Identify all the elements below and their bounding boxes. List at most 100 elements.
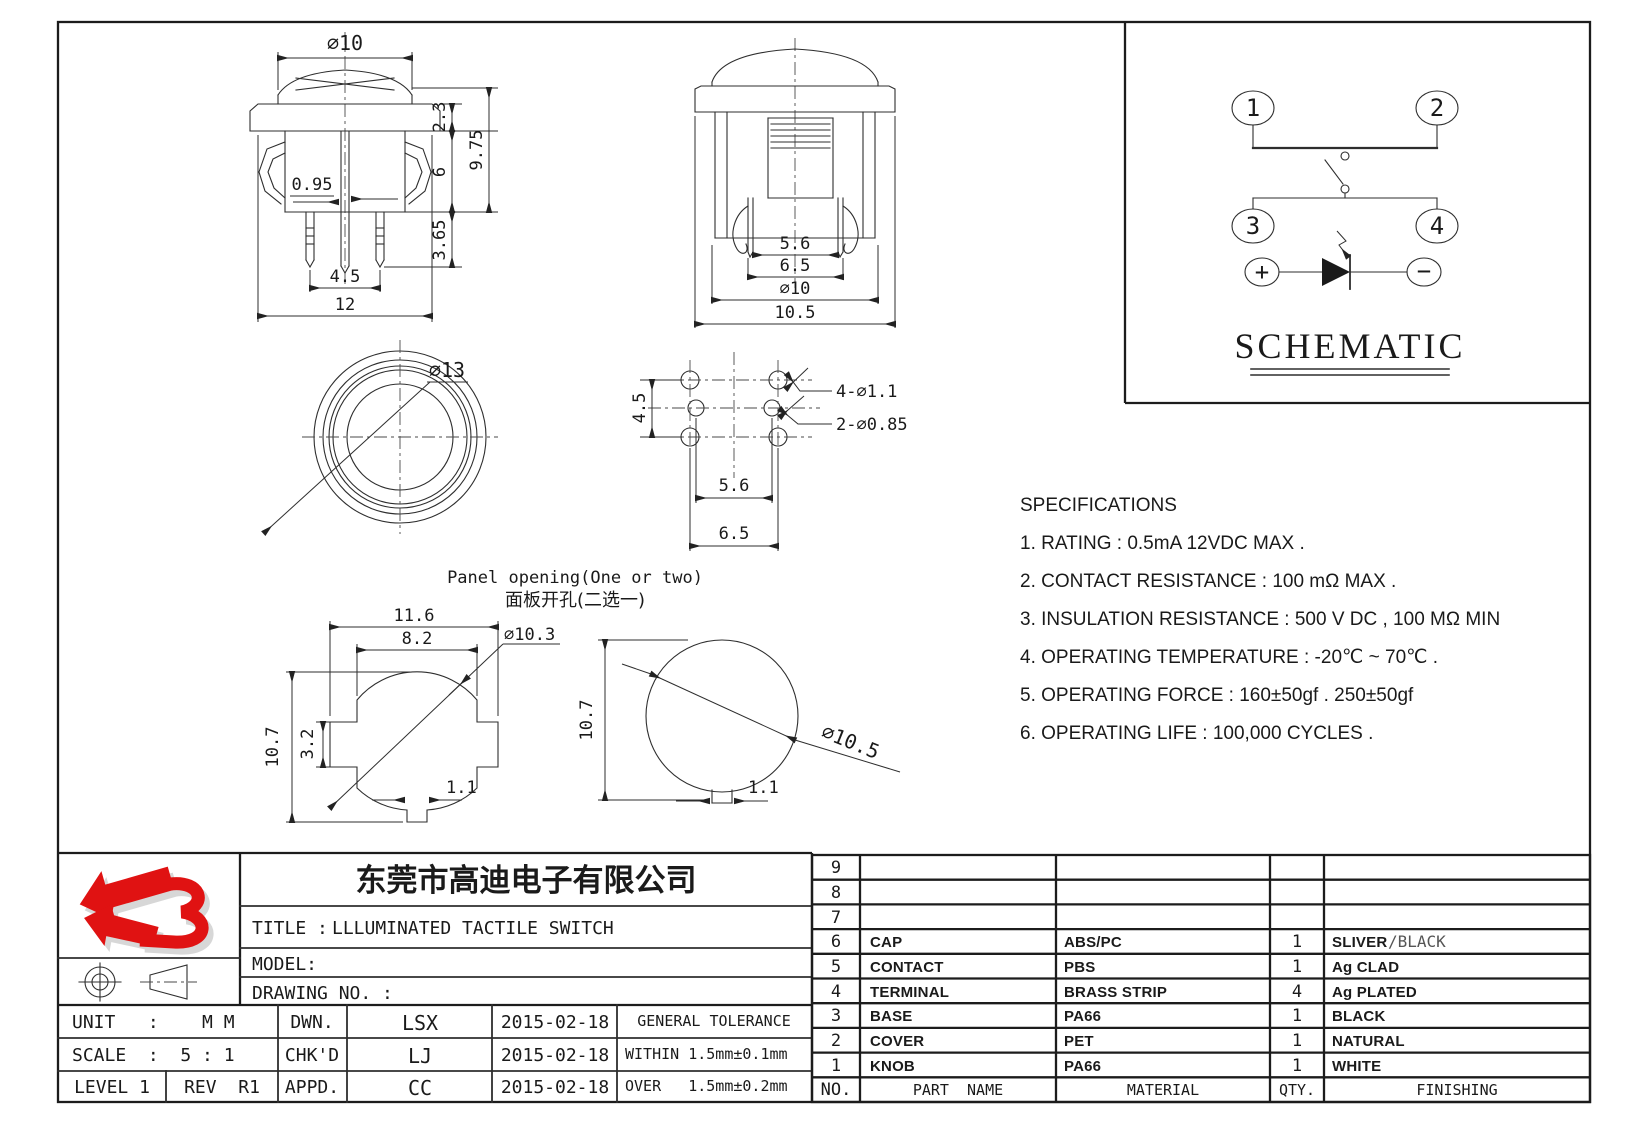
appd-label: APPD. (285, 1077, 339, 1098)
drawing-title: LLLUMINATED TACTILE SWITCH (332, 918, 614, 939)
label-corner-holes: 4-∅1.1 (836, 382, 897, 402)
header-finishing: FINISHING (1416, 1081, 1497, 1099)
dim-front-pinlen: 3.65 (430, 220, 450, 261)
part-qty: 1 (1292, 1056, 1302, 1076)
title-label: TITLE : (252, 918, 328, 939)
part-finishing: WHITE (1332, 1058, 1381, 1075)
pin-layout-dimensions: 4.5 5.6 6.5 4-∅1.1 2-∅0.85 (630, 367, 908, 550)
spec-item-2: 2. CONTACT RESISTANCE : 100 mΩ MAX . (1020, 571, 1396, 592)
dim-panelb-tab: 1.1 (748, 778, 779, 798)
schematic-terminal-3: 3 (1246, 212, 1260, 240)
part-finishing: BLACK (1332, 1008, 1386, 1025)
part-name: CONTACT (870, 959, 944, 976)
company-name: 东莞市高迪电子有限公司 (356, 863, 697, 899)
part-row-no: 4 (831, 982, 841, 1002)
schematic-terminal-2: 2 (1430, 94, 1444, 122)
specifications-block: SPECIFICATIONS 1. RATING : 0.5mA 12VDC M… (1020, 495, 1500, 744)
panel-opening-caption: Panel opening(One or two) 面板开孔(二选一) (447, 568, 703, 611)
scale-label: SCALE : 5 : 1 (72, 1045, 235, 1066)
part-qty: 1 (1292, 932, 1302, 952)
panel-caption-en: Panel opening(One or two) (447, 568, 703, 588)
part-finishing: NATURAL (1332, 1033, 1405, 1050)
part-qty: 4 (1292, 982, 1302, 1002)
header-material: MATERIAL (1127, 1081, 1199, 1099)
appd-date: 2015-02-18 (501, 1077, 609, 1098)
part-row-no: 3 (831, 1006, 841, 1026)
part-qty: 1 (1292, 1006, 1302, 1026)
part-name: KNOB (870, 1058, 915, 1075)
panel-opening-a-drawing: 11.6 8.2 ∅10.3 10.7 3.2 1.1 (263, 606, 560, 823)
part-name: TERMINAL (870, 984, 949, 1001)
top-view-drawing: ∅13 (261, 340, 498, 537)
part-row-no: 1 (831, 1056, 841, 1076)
spec-item-5: 5. OPERATING FORCE : 160±50gf . 250±50gf (1020, 685, 1414, 706)
panel-opening-b-drawing: 10.7 1.1 ∅10.5 (577, 639, 901, 805)
part-finishing: SLIVER (1332, 934, 1387, 951)
part-material: BRASS STRIP (1064, 984, 1167, 1001)
first-angle-projection-icon (78, 962, 197, 1002)
dim-front-body: 6 (430, 167, 450, 177)
part-row-no: 5 (831, 957, 841, 977)
schematic-box (1123, 22, 1590, 405)
part-qty: 1 (1292, 1031, 1302, 1051)
header-qty: QTY. (1279, 1081, 1315, 1099)
company-logo (79, 866, 214, 955)
dim-front-dia: ∅10 (327, 31, 363, 55)
part-row-no: 9 (831, 858, 841, 878)
dim-top-dia: ∅13 (429, 358, 465, 382)
tolerance-within: WITHIN 1.5mm±0.1mm (625, 1045, 788, 1063)
schematic-led-minus: − (1417, 257, 1431, 285)
specs-heading: SPECIFICATIONS (1020, 495, 1177, 516)
spec-item-4: 4. OPERATING TEMPERATURE : -20℃ ~ 70℃ . (1020, 647, 1438, 668)
dim-side-dia: ∅10 (780, 279, 811, 299)
part-material: PA66 (1064, 1008, 1101, 1025)
part-row-no: 2 (831, 1031, 841, 1051)
part-material: PET (1064, 1033, 1094, 1050)
part-row-no: 8 (831, 883, 841, 903)
parts-table-text: 9 8 7 6 CAP ABS/PC 1 SLIVER /BLACK 5 CON… (821, 858, 1498, 1100)
header-no: NO. (821, 1080, 852, 1100)
label-led-holes: 2-∅0.85 (836, 415, 908, 435)
dim-front-flange: 2.3 (430, 102, 450, 133)
model-label: MODEL: (252, 954, 317, 975)
dim-side-clipspan: 6.5 (780, 256, 811, 276)
tolerance-over: OVER 1.5mm±0.2mm (625, 1077, 788, 1095)
schematic-terminal-4: 4 (1430, 212, 1444, 240)
drawing-no-label: DRAWING NO. : (252, 983, 393, 1004)
header-part-name: PART NAME (913, 1081, 1003, 1099)
dwn-by: LSX (402, 1011, 438, 1035)
chk-by: LJ (408, 1044, 432, 1068)
dim-front-total: 9.75 (467, 130, 487, 171)
schematic-title: SCHEMATIC (1234, 326, 1465, 366)
part-name: COVER (870, 1033, 924, 1050)
parts-table-grid (810, 853, 1592, 1104)
part-finishing-note: /BLACK (1388, 932, 1446, 951)
chk-label: CHK'D (285, 1045, 339, 1066)
dim-front-pinw: 0.95 (292, 175, 333, 195)
side-view-drawing (694, 38, 896, 288)
title-block-text: 东莞市高迪电子有限公司 TITLE : LLLUMINATED TACTILE … (72, 863, 791, 1100)
dim-front-pitch: 4.5 (330, 267, 361, 287)
dim-pins-colpitch: 5.6 (719, 476, 750, 496)
dim-pins-outerpitch: 6.5 (719, 524, 750, 544)
dim-panela-tab: 1.1 (446, 778, 477, 798)
dim-front-mountw: 12 (335, 295, 355, 315)
spec-item-1: 1. RATING : 0.5mA 12VDC MAX . (1020, 533, 1305, 554)
schematic-terminal-1: 1 (1246, 94, 1260, 122)
part-finishing: Ag CLAD (1332, 959, 1399, 976)
part-material: ABS/PC (1064, 934, 1122, 951)
part-material: PBS (1064, 959, 1095, 976)
rev-label: REV R1 (184, 1077, 260, 1098)
led-symbol (1322, 258, 1350, 286)
dwn-date: 2015-02-18 (501, 1012, 609, 1033)
side-view-dimensions: 5.6 6.5 ∅10 10.5 (694, 116, 896, 328)
dim-panela-h: 10.7 (263, 727, 283, 768)
dwn-label: DWN. (290, 1012, 333, 1033)
tolerance-heading: GENERAL TOLERANCE (637, 1012, 791, 1030)
schematic-led-plus: + (1255, 258, 1269, 286)
appd-by: CC (408, 1076, 432, 1100)
part-row-no: 7 (831, 908, 841, 928)
dim-panela-overall: 11.6 (394, 606, 435, 626)
chk-date: 2015-02-18 (501, 1045, 609, 1066)
